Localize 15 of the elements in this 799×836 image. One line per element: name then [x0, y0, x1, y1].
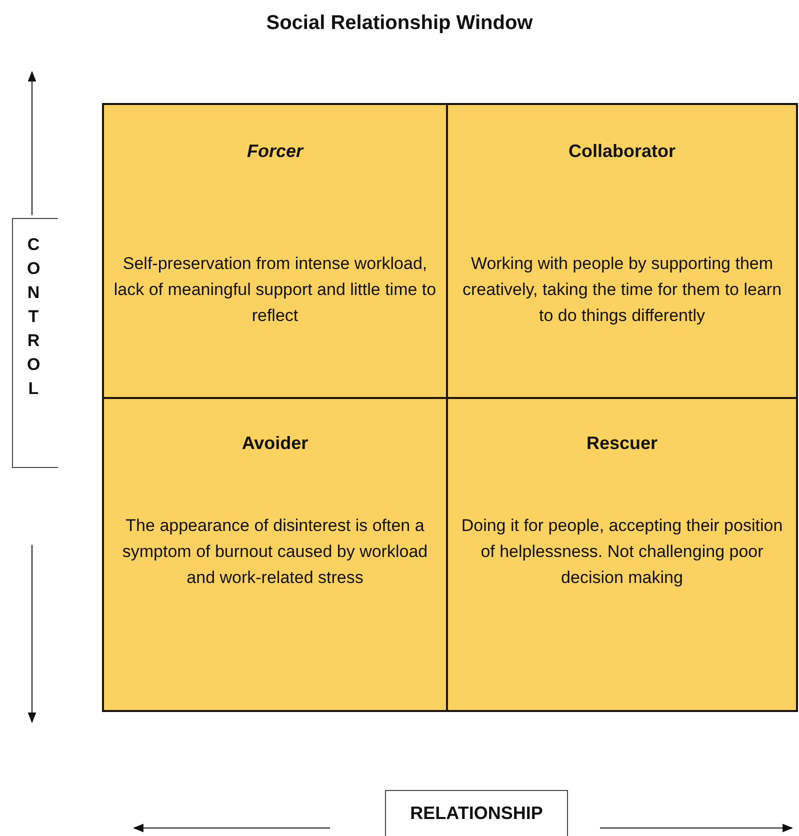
quadrant-description: The appearance of disinterest is often a symptom of burnout caused by workload and work-related stress [121, 515, 429, 589]
quadrant-description: Self-preservation from intense workload, lack of meaningful support and little time to reflect [112, 253, 438, 327]
quadrant-cell [446, 103, 798, 399]
quadrant-heading: Rescuer [585, 433, 659, 454]
axis-label: RELATIONSHIP [385, 790, 568, 836]
quadrant-description: Working with people by supporting them creatively, taking the time for them to learn to do things differently [461, 253, 783, 327]
axis-label: CONTROL [12, 218, 58, 468]
diagram-title: Social Relationship Window [265, 12, 534, 35]
quadrant-heading: Collaborator [567, 141, 676, 162]
quadrant-heading: Forcer [246, 141, 305, 162]
quadrant-cell [102, 397, 448, 712]
quadrant-cell [102, 103, 448, 399]
quadrant-heading: Avoider [240, 433, 310, 454]
quadrant-cell [446, 397, 798, 712]
quadrant-description: Doing it for people, accepting their position of helplessness. Not challenging poor decision making [460, 515, 784, 589]
